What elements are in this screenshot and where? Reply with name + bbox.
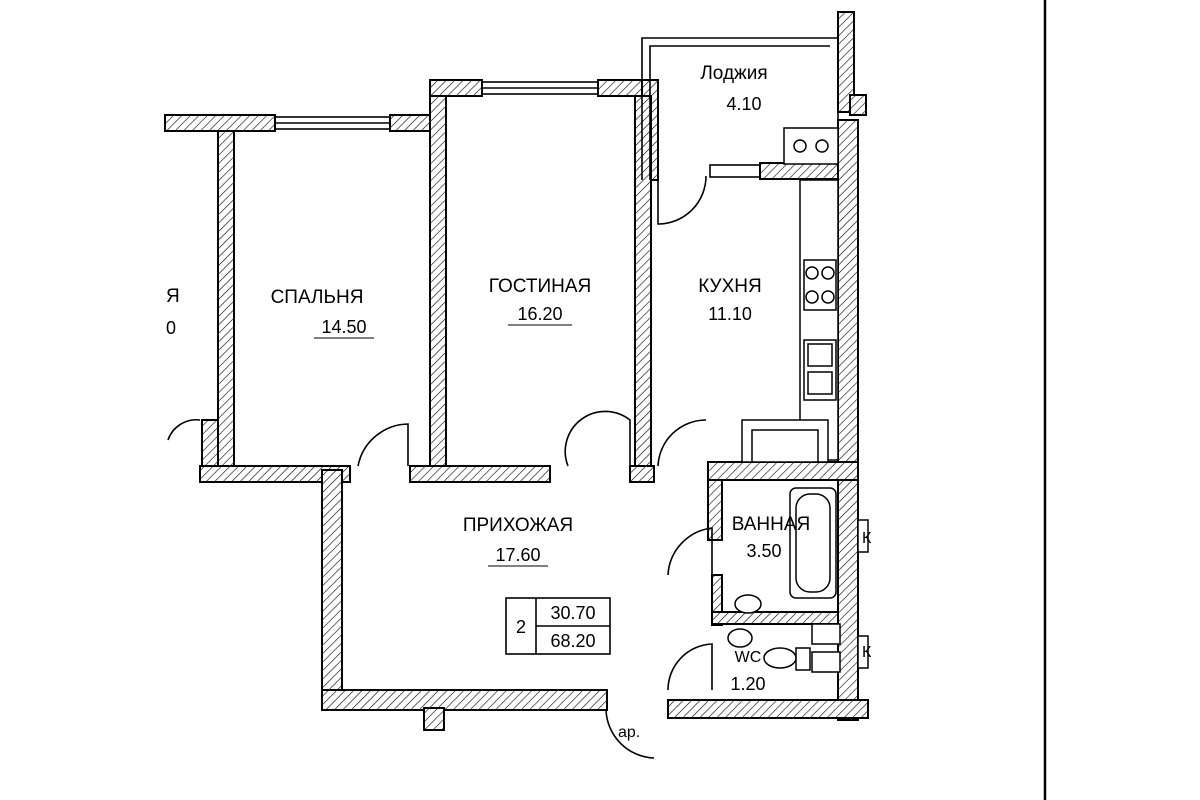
living-name: ГОСТИНАЯ <box>489 276 591 297</box>
kitchen-fixtures <box>741 127 839 463</box>
total-area: 68.20 <box>550 631 595 651</box>
bedroom-name: СПАЛЬНЯ <box>271 287 364 308</box>
loggia-outline <box>641 37 839 180</box>
living-area: 16.20 <box>517 304 562 324</box>
hall-name: ПРИХОЖАЯ <box>463 515 573 536</box>
wc-area: 1.20 <box>730 674 765 694</box>
wc-name: WC <box>735 649 762 666</box>
right-fragment-bottom: К <box>862 644 872 661</box>
living-area-total: 30.70 <box>550 603 595 623</box>
right-fragment-top: К <box>862 530 872 547</box>
loggia-name: Лоджия <box>700 63 767 84</box>
bath-area: 3.50 <box>746 541 781 561</box>
summary-table: 2 30.70 68.20 <box>505 597 611 655</box>
bath-fixtures <box>727 487 869 673</box>
walls <box>164 11 869 731</box>
kitchen-name: КУХНЯ <box>698 276 761 297</box>
loggia-area: 4.10 <box>726 94 761 114</box>
left-fragment-bottom: 0 <box>166 318 176 338</box>
bedroom-area: 14.50 <box>321 317 366 337</box>
windows <box>274 81 761 178</box>
entrance-label: ар. <box>618 724 640 741</box>
rooms-count: 2 <box>516 617 526 637</box>
bath-name: ВАННАЯ <box>732 514 811 535</box>
doors <box>167 175 713 759</box>
left-fragment-top: Я <box>166 286 180 307</box>
kitchen-area: 11.10 <box>708 304 752 324</box>
hall-area: 17.60 <box>495 545 540 565</box>
